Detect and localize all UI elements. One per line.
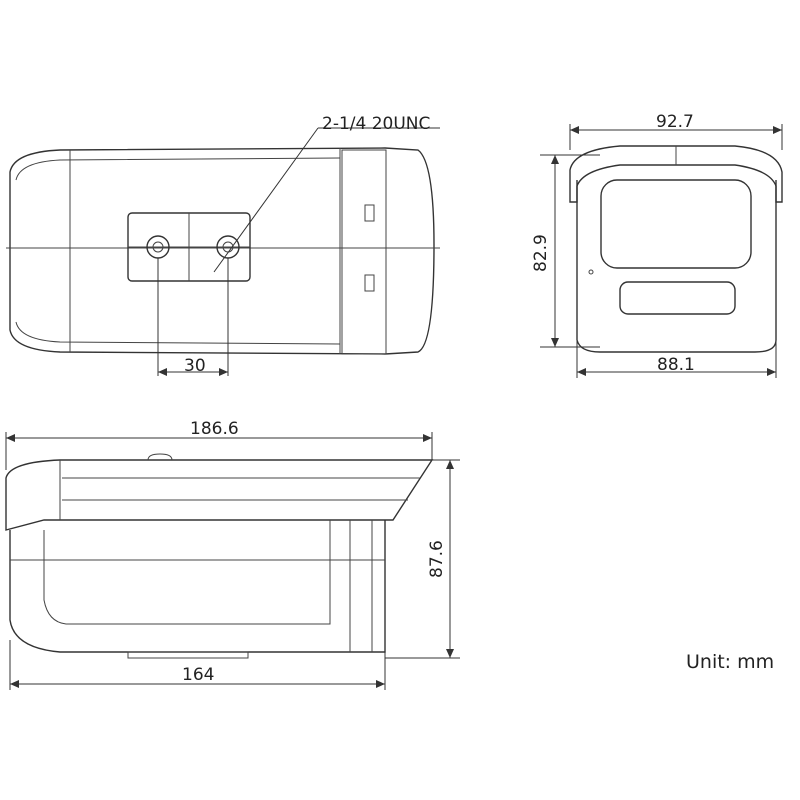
body-length-label: 164 [182,665,214,685]
ir-panel [619,281,736,315]
front-height-label: 82.9 [531,234,551,272]
front-width-top-label: 92.7 [656,112,694,132]
unit-label: Unit: mm [686,651,774,673]
side-height-label: 87.6 [427,540,447,578]
hole-spacing-label: 30 [184,356,206,376]
front-width-bottom-label: 88.1 [657,355,695,375]
total-length-label: 186.6 [190,419,239,439]
front-view [540,124,783,378]
thread-label: 2-1/4 20UNC [322,114,430,134]
side-view [5,432,460,690]
top-view [6,127,440,376]
front-window [600,179,752,269]
